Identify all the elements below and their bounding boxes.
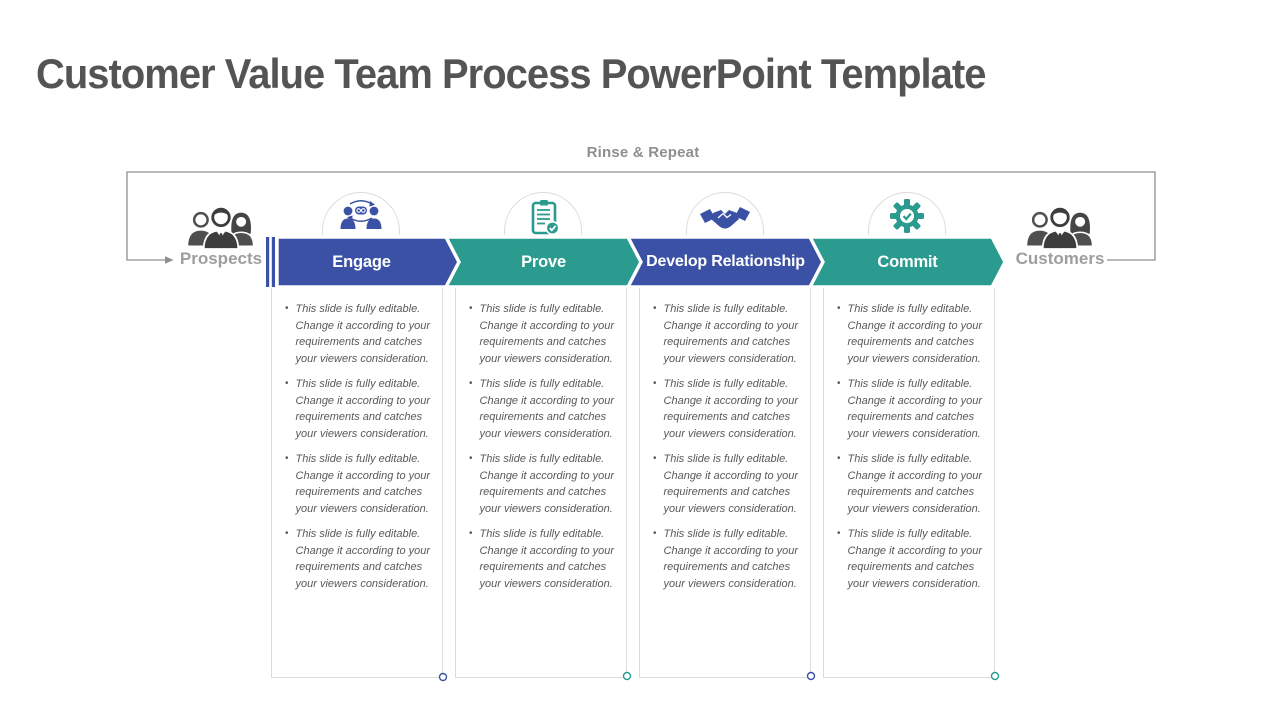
chevron-label-engage[interactable]: Engage	[332, 253, 391, 271]
stage-text-box-develop-relationship[interactable]: •This slide is fully editable. Change it…	[639, 288, 811, 678]
bullet-dot-icon: •	[653, 453, 657, 464]
list-item: •This slide is fully editable. Change it…	[466, 526, 622, 592]
list-item: •This slide is fully editable. Change it…	[650, 301, 806, 367]
chevron-commit[interactable]	[807, 235, 1007, 289]
list-item: •This slide is fully editable. Change it…	[834, 451, 990, 517]
list-item: •This slide is fully editable. Change it…	[650, 526, 806, 592]
chevron-label-prove[interactable]: Prove	[521, 253, 566, 271]
list-item: •This slide is fully editable. Change it…	[282, 451, 438, 517]
bullet-dot-icon: •	[285, 303, 289, 314]
bullet-dot-icon: •	[837, 528, 841, 539]
bullet-dot-icon: •	[469, 303, 473, 314]
bullet-dot-icon: •	[653, 378, 657, 389]
list-item: •This slide is fully editable. Change it…	[834, 526, 990, 592]
prospects-label[interactable]: Prospects	[179, 249, 263, 268]
bullet-dot-icon: •	[285, 528, 289, 539]
handle-circle[interactable]	[990, 671, 1000, 681]
stage-text-box-engage[interactable]: •This slide is fully editable. Change it…	[271, 288, 443, 678]
chevron-label-commit[interactable]: Commit	[877, 253, 938, 271]
bullet-dot-icon: •	[285, 378, 289, 389]
page-title[interactable]: Customer Value Team Process PowerPoint T…	[36, 50, 986, 97]
list-item: •This slide is fully editable. Change it…	[282, 376, 438, 442]
handle-circle[interactable]	[622, 671, 632, 681]
list-item: •This slide is fully editable. Change it…	[834, 376, 990, 442]
bullet-dot-icon: •	[837, 303, 841, 314]
loop-bracket-line	[126, 171, 1156, 264]
people-group-icon	[186, 207, 255, 250]
bullet-dot-icon: •	[469, 378, 473, 389]
bullet-dot-icon: •	[469, 453, 473, 464]
list-item: •This slide is fully editable. Change it…	[466, 376, 622, 442]
loop-label[interactable]: Rinse & Repeat	[586, 144, 700, 161]
list-item: •This slide is fully editable. Change it…	[650, 451, 806, 517]
list-item: •This slide is fully editable. Change it…	[834, 301, 990, 367]
handle-circle[interactable]	[806, 671, 816, 681]
gear-check-icon	[890, 199, 924, 233]
bullet-dot-icon: •	[837, 378, 841, 389]
handshake-icon	[700, 207, 750, 229]
list-item: •This slide is fully editable. Change it…	[650, 376, 806, 442]
list-item: •This slide is fully editable. Change it…	[466, 301, 622, 367]
stage-text-box-prove[interactable]: •This slide is fully editable. Change it…	[455, 288, 627, 678]
bullet-dot-icon: •	[653, 303, 657, 314]
bullet-dot-icon: •	[469, 528, 473, 539]
chevron-label-develop-relationship[interactable]: Develop Relationship	[646, 253, 805, 270]
list-item: •This slide is fully editable. Change it…	[282, 301, 438, 367]
stripe-accent	[266, 237, 270, 287]
list-item: •This slide is fully editable. Change it…	[466, 451, 622, 517]
list-item: •This slide is fully editable. Change it…	[282, 526, 438, 592]
stripe-accent	[271, 237, 275, 287]
customers-label[interactable]: Customers	[1015, 249, 1105, 268]
engage-sync-people-icon	[340, 200, 382, 229]
checklist-check-icon	[531, 200, 560, 235]
people-group-icon	[1025, 207, 1094, 250]
arrowhead-icon	[165, 256, 174, 264]
stage-text-box-commit[interactable]: •This slide is fully editable. Change it…	[823, 288, 995, 678]
handle-circle[interactable]	[438, 672, 448, 682]
bullet-dot-icon: •	[837, 453, 841, 464]
process-chevron-band	[266, 235, 1007, 289]
bullet-dot-icon: •	[653, 528, 657, 539]
bullet-dot-icon: •	[285, 453, 289, 464]
